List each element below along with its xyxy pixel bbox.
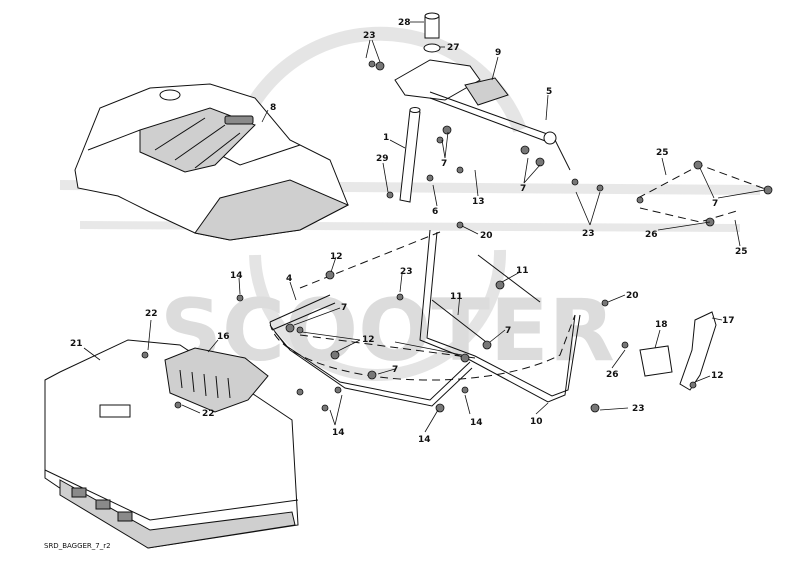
label-7: 7 bbox=[712, 199, 718, 209]
label-6: 6 bbox=[432, 207, 438, 217]
label-26: 26 bbox=[606, 370, 619, 380]
label-14: 14 bbox=[470, 418, 483, 428]
part-10-frame bbox=[419, 229, 581, 403]
label-12: 12 bbox=[362, 335, 375, 345]
label-20: 20 bbox=[626, 291, 639, 301]
label-11: 11 bbox=[516, 266, 529, 276]
label-7: 7 bbox=[341, 303, 347, 313]
label-29: 29 bbox=[376, 154, 389, 164]
label-7: 7 bbox=[520, 184, 526, 194]
label-20: 20 bbox=[480, 231, 493, 241]
label-12: 12 bbox=[330, 252, 343, 262]
part-9-bracket-assembly bbox=[394, 59, 571, 171]
label-8: 8 bbox=[270, 103, 276, 113]
label-25: 25 bbox=[735, 247, 748, 257]
label-27: 27 bbox=[447, 43, 460, 53]
label-14: 14 bbox=[230, 271, 243, 281]
leader-lines bbox=[83, 21, 766, 433]
label-22: 22 bbox=[202, 409, 215, 419]
label-7: 7 bbox=[441, 159, 447, 169]
label-23: 23 bbox=[582, 229, 595, 239]
label-1: 1 bbox=[383, 133, 389, 143]
label-12: 12 bbox=[711, 371, 724, 381]
label-4: 4 bbox=[286, 274, 292, 284]
part-4-frame bbox=[269, 294, 473, 407]
part-18-plate bbox=[639, 345, 673, 377]
label-7: 7 bbox=[392, 365, 398, 375]
label-16: 16 bbox=[217, 332, 230, 342]
diagram-code: SRD_BAGGER_7_r2 bbox=[44, 542, 111, 550]
label-23: 23 bbox=[632, 404, 645, 414]
label-11: 11 bbox=[450, 292, 463, 302]
label-9: 9 bbox=[495, 48, 501, 58]
label-10: 10 bbox=[530, 417, 543, 427]
label-13: 13 bbox=[472, 197, 485, 207]
part-1-tube bbox=[399, 107, 421, 203]
label-21: 21 bbox=[70, 339, 83, 349]
label-28: 28 bbox=[398, 18, 411, 28]
label-7: 7 bbox=[505, 326, 511, 336]
label-14: 14 bbox=[332, 428, 345, 438]
label-23: 23 bbox=[363, 31, 376, 41]
part-28-tube bbox=[423, 12, 441, 53]
label-14: 14 bbox=[418, 435, 431, 445]
hardware bbox=[141, 60, 773, 413]
part-8-hood bbox=[74, 83, 350, 241]
label-25: 25 bbox=[656, 148, 669, 158]
label-18: 18 bbox=[655, 320, 668, 330]
label-17: 17 bbox=[722, 316, 735, 326]
label-23: 23 bbox=[400, 267, 413, 277]
part-16-bracket bbox=[164, 347, 269, 413]
label-26: 26 bbox=[645, 230, 658, 240]
callout-labels: 28 27 23 9 8 5 1 29 7 6 13 7 23 25 7 26 … bbox=[70, 18, 748, 445]
label-22: 22 bbox=[145, 309, 158, 319]
label-5: 5 bbox=[546, 87, 552, 97]
